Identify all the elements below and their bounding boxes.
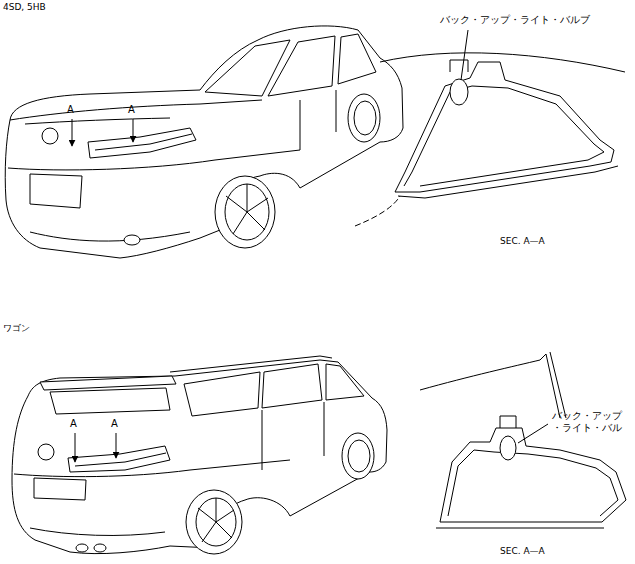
bumper-line xyxy=(30,232,190,241)
part-name: バック・アップ・ライト・バル xyxy=(552,410,625,433)
bumper-line xyxy=(8,150,300,170)
body-panel-line xyxy=(420,354,560,418)
section-arrow xyxy=(75,433,76,462)
bumper-line xyxy=(14,460,290,477)
section-arrow xyxy=(133,119,134,142)
section-title: SEC. A—A xyxy=(500,236,545,246)
wheel-rim xyxy=(225,184,269,240)
wheel xyxy=(215,176,275,248)
side-window xyxy=(184,372,260,416)
trunk-edge xyxy=(10,100,262,120)
license-plate xyxy=(34,478,86,500)
section-mark: A xyxy=(67,104,74,116)
section-title: SEC. A—A xyxy=(500,546,545,556)
tail-lamp-line xyxy=(95,134,192,150)
bulb xyxy=(500,436,516,460)
wheel-rim xyxy=(348,440,370,472)
license-plate xyxy=(30,174,82,208)
lamp-lens xyxy=(436,528,604,529)
section-arrow xyxy=(116,433,117,458)
section-mark: A xyxy=(70,418,77,430)
section-mark: A xyxy=(128,104,135,116)
wheel xyxy=(186,490,242,554)
body-panel-line xyxy=(380,53,625,72)
leader-line xyxy=(518,424,548,443)
door-line xyxy=(262,402,324,470)
wheel-rim xyxy=(196,498,236,546)
leader-line xyxy=(461,30,468,80)
wheel-rim xyxy=(354,101,376,135)
tail-lamp xyxy=(68,446,170,472)
exhaust xyxy=(94,544,106,552)
tail-lamp-line xyxy=(75,453,166,466)
wheel xyxy=(348,94,380,142)
lamp-housing xyxy=(440,428,626,522)
lamp-lens xyxy=(398,166,618,198)
lamp-housing-inner xyxy=(404,86,604,186)
side-window xyxy=(326,364,364,400)
rear-window xyxy=(50,388,170,414)
wheel-spokes xyxy=(226,184,268,234)
lamp-housing xyxy=(395,62,614,192)
emblem xyxy=(38,444,54,460)
exhaust xyxy=(76,544,88,552)
side-window xyxy=(268,36,335,96)
bulb-socket xyxy=(450,60,468,72)
car-body xyxy=(12,360,387,554)
wheel-spokes xyxy=(198,498,234,542)
door-line xyxy=(300,90,336,150)
body-panel-line xyxy=(550,352,566,418)
bumper-line xyxy=(30,528,165,535)
part-name: バック・アップ・ライト・バルブ xyxy=(440,14,590,26)
trunk-spoiler xyxy=(25,118,170,124)
car-body xyxy=(5,26,403,258)
emblem xyxy=(42,128,58,144)
bulb xyxy=(450,79,468,105)
body-panel-line xyxy=(355,196,400,226)
exhaust xyxy=(124,235,140,245)
lamp-housing-inner xyxy=(448,450,618,516)
section-arrow xyxy=(72,119,73,146)
section-mark: A xyxy=(111,418,118,430)
view-heading: ワゴン xyxy=(3,323,30,333)
view-heading: 4SD, 5HB xyxy=(3,2,46,12)
tail-lamp xyxy=(88,128,196,158)
side-window xyxy=(262,364,322,408)
wheel xyxy=(342,433,374,479)
side-window xyxy=(338,34,376,84)
bulb-socket xyxy=(500,416,516,428)
